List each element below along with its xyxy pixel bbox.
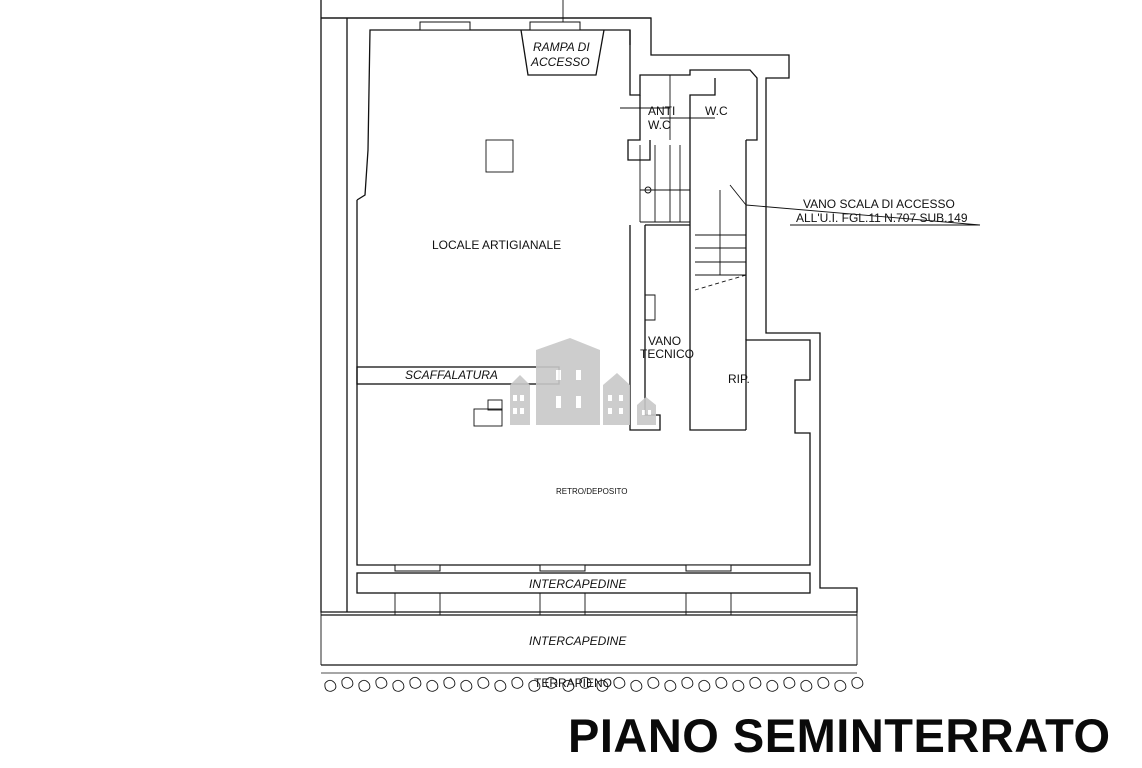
label-cavity-outer: INTERCAPEDINE	[529, 634, 627, 648]
stone-mark	[324, 679, 337, 692]
label-tech-line2: TECNICO	[640, 347, 694, 361]
small-box-2	[487, 399, 503, 411]
stone-mark	[817, 676, 830, 689]
stone-mark	[647, 676, 660, 689]
stone-mark	[579, 676, 592, 689]
stone-mark	[392, 679, 405, 692]
label-ramp-line1: RAMPA DI	[533, 40, 590, 54]
label-ramp-line2: ACCESSO	[530, 55, 590, 69]
stone-mark	[800, 679, 813, 692]
stone-mark	[545, 676, 558, 689]
stone-mark	[511, 676, 524, 689]
stone-mark	[528, 679, 541, 692]
stone-mark	[613, 676, 626, 689]
drawing-title: PIANO SEMINTERRATO	[568, 709, 1111, 762]
stone-mark	[460, 679, 473, 692]
outer-cavity	[320, 612, 858, 666]
technical-room	[629, 224, 690, 431]
houses-watermark-icon	[510, 338, 656, 425]
label-tech-line1: VANO	[648, 334, 681, 348]
label-embankment: TERRAPIENO	[534, 676, 612, 690]
small-box	[473, 408, 503, 427]
bottom-windows	[394, 564, 732, 572]
column	[485, 139, 514, 173]
label-storage: RIP.	[728, 372, 750, 386]
stone-mark	[783, 676, 796, 689]
stone-mark	[732, 679, 745, 692]
stone-mark	[749, 676, 762, 689]
top-windows	[419, 0, 581, 31]
stone-mark	[715, 676, 728, 689]
stone-mark	[681, 676, 694, 689]
label-anti-line1: ANTI	[648, 104, 675, 118]
stone-mark	[375, 676, 388, 689]
stone-mark	[443, 676, 456, 689]
label-workshop: LOCALE ARTIGIANALE	[432, 238, 561, 252]
label-back-storage: RETRO/DEPOSITO	[556, 487, 627, 496]
wc-area	[620, 75, 715, 140]
stairwell	[639, 145, 981, 291]
stone-mark	[562, 679, 575, 692]
stone-mark	[426, 679, 439, 692]
stone-mark	[596, 679, 609, 692]
stone-mark	[698, 679, 711, 692]
stone-mark	[494, 679, 507, 692]
stone-mark	[851, 676, 864, 689]
label-stair-note-line2: ALL'U.I. FGL.11 N.707 SUB.149	[796, 211, 968, 225]
outer-walls	[320, 0, 858, 613]
label-stair-note-line1: VANO SCALA DI ACCESSO	[803, 197, 955, 211]
label-anti-line2: W.C	[648, 118, 671, 132]
label-cavity-inner: INTERCAPEDINE	[529, 577, 627, 591]
label-shelving: SCAFFALATURA	[405, 368, 498, 382]
stone-mark	[664, 679, 677, 692]
stone-mark	[358, 679, 371, 692]
stone-mark	[630, 679, 643, 692]
embankment-hatch	[321, 672, 864, 692]
stone-mark	[834, 679, 847, 692]
stone-mark	[341, 676, 354, 689]
inner-cavity	[356, 572, 811, 615]
stone-mark	[477, 676, 490, 689]
label-wc: W.C	[705, 104, 728, 118]
stone-mark	[409, 676, 422, 689]
stone-mark	[766, 679, 779, 692]
